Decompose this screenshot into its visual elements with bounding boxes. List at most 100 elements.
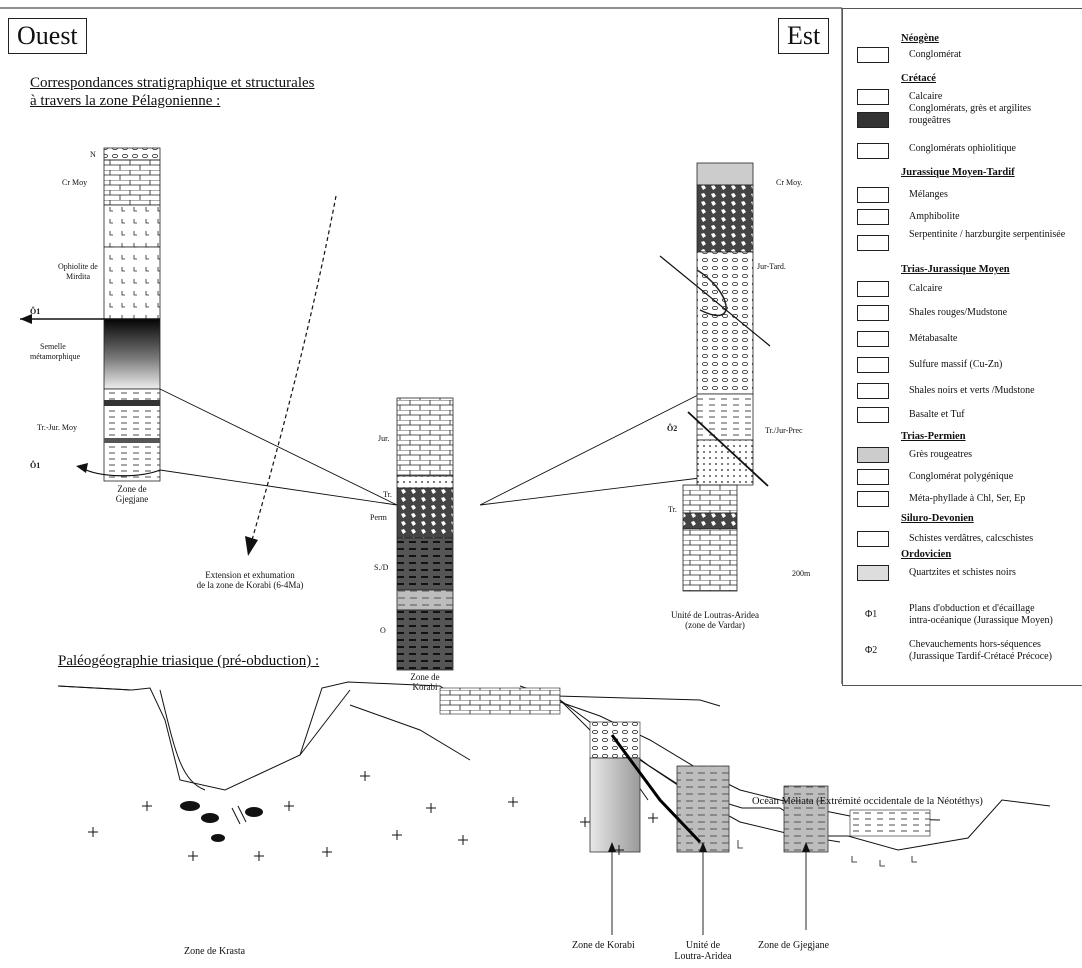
legend-item-meta-phyllade: Méta-phyllade à Chl, Ser, Ep [909, 493, 1026, 504]
right-caption-line1: Unité de Loutras-Aridea [671, 610, 759, 620]
extension-note-line1: Extension et exhumation [205, 570, 295, 580]
unite-loutra-line1: Unité de [685, 940, 721, 951]
legend-swatch-basalte-tuf [857, 407, 889, 423]
legend-item-conglomerats-ophio: Conglomérats ophiolitique [909, 143, 1016, 154]
legend-item-shales-noirs: Shales noirs et verts /Mudstone [909, 385, 1035, 396]
legend-symbol-o1: Φ1 [865, 609, 878, 620]
legend-swatch-gres-rougeatres [857, 447, 889, 463]
legend-swatch-calcaire-tj [857, 281, 889, 297]
left-label-metamorphique: métamorphique [30, 352, 81, 361]
legend-item-conglomerat-poly: Conglomérat polygénique [909, 471, 1014, 482]
legend-swatch-amphibolite [857, 209, 889, 225]
left-label-ophiolite: Ophiolite de [58, 262, 98, 271]
right-caption-line2: (zone de Vardar) [685, 620, 745, 630]
mid-caption-line2: Korabi [412, 682, 438, 692]
legend-swatch-conglomerat-poly [857, 469, 889, 485]
left-label-o1-top: Ô1 [30, 307, 41, 316]
stratigraphic-column-korabi [396, 397, 454, 671]
left-label-n: N [90, 150, 96, 159]
right-label-o2: Ô2 [667, 424, 678, 433]
left-label-cr-moy: Cr Moy [62, 178, 88, 187]
section-title-correspondances: Correspondances stratigraphique et struc… [30, 74, 315, 110]
correlation-lines [159, 388, 701, 506]
mid-label-tr: Tr. [383, 490, 392, 499]
legend-heading-trias-permien: Trias-Permien [901, 431, 966, 442]
legend-item-schistes-verdatres: Schistes verdâtres, calcschistes [909, 533, 1034, 544]
legend-heading-cretace: Crétacé [901, 73, 936, 84]
est-tag: Est [778, 18, 830, 54]
legend-swatch-conglomerat [857, 47, 889, 63]
extension-arrow [251, 195, 337, 541]
stratigraphic-column-gjegjane [20, 147, 161, 482]
mid-caption-line1: Zone de [410, 672, 440, 682]
zone-krasta-label: Zone de Krasta [184, 946, 246, 957]
legend-swatch-conglomerats-gres [857, 112, 889, 128]
section-title-line2: à travers la zone Pélagonienne : [30, 93, 221, 109]
legend-item-calcaire-tj: Calcaire [909, 283, 943, 294]
right-label-cr-moy: Cr Moy. [776, 178, 803, 187]
extension-arrowhead [245, 536, 258, 556]
mid-label-perm: Perm [370, 513, 387, 522]
legend-item-amphibolite: Amphibolite [909, 211, 960, 222]
legend-symbol-o2-line1: Chevauchements hors-séquences [909, 639, 1041, 650]
legend-swatch-metabasalte [857, 331, 889, 347]
legend-swatch-melanges [857, 187, 889, 203]
right-label-tr: Tr. [668, 505, 677, 514]
legend-heading-jurassique: Jurassique Moyen-Tardif [901, 167, 1015, 178]
legend-heading-neogene: Néogène [901, 33, 939, 44]
left-label-o1-bottom: Ô1 [30, 461, 41, 470]
legend-symbol-o2-line2: (Jurassique Tardif-Crétacé Précoce) [909, 651, 1052, 662]
left-caption: Zone de Gjegjane [104, 484, 160, 504]
legend-swatch-conglomerats-ophio [857, 143, 889, 159]
legend-swatch-quartzites [857, 565, 889, 581]
legend-item-basalte-tuf: Basalte et Tuf [909, 409, 965, 420]
legend-item-shales-rouges: Shales rouges/Mudstone [909, 307, 1008, 318]
legend-swatch-serpentinite [857, 235, 889, 251]
legend-item-calcaire-cr: Calcaire [909, 91, 943, 102]
legend-swatch-sulfure [857, 357, 889, 373]
legend-item-melanges: Mélanges [909, 189, 948, 200]
legend-swatch-meta-phyllade [857, 491, 889, 507]
legend-swatch-shales-noirs [857, 383, 889, 399]
stratigraphic-column-loutra [659, 162, 771, 592]
right-label-200m: 200m [792, 569, 811, 578]
legend-heading-ordovicien: Ordovicien [901, 549, 952, 560]
ocean-meliata-label: Océan Méliata (Extrémité occidentale de … [752, 796, 983, 807]
left-label-tr-jur-moy: Tr.-Jur. Moy [37, 423, 77, 432]
legend-item-serpentinite: Serpentinite / harzburgite serpentinisée [909, 229, 1066, 240]
mid-label-jur: Jur. [378, 434, 390, 443]
legend-symbol-o1-line1: Plans d'obduction et d'écaillage [909, 603, 1035, 614]
mid-label-o: O [380, 626, 386, 635]
right-label-tr-jur-prec: Tr./Jur-Prec [765, 426, 803, 435]
legend-item-conglomerats-gres: Conglomérats, grès et argilites rougeâtr… [909, 103, 1032, 126]
zone-korabi-label: Zone de Korabi [572, 940, 635, 951]
ouest-tag: Ouest [8, 18, 87, 54]
legend-item-sulfure: Sulfure massif (Cu-Zn) [909, 359, 1003, 370]
legend-heading-siluro-devonien: Siluro-Devonien [901, 513, 974, 524]
right-label-jur-tard: Jur-Tard. [757, 262, 786, 271]
paleogeographic-section [57, 681, 1051, 935]
legend-item-metabasalte: Métabasalte [909, 333, 958, 344]
right-caption: Unité de Loutras-Aridea (zone de Vardar) [620, 610, 810, 630]
section-title-line1: Correspondances stratigraphique et struc… [30, 75, 315, 91]
extension-note-line2: de la zone de Korabi (6-4Ma) [196, 580, 304, 590]
legend-swatch-schistes-verdatres [857, 531, 889, 547]
legend-symbol-o1-line2: intra-océanique (Jurassique Moyen) [909, 615, 1053, 626]
legend-swatch-shales-rouges [857, 305, 889, 321]
legend-item-quartzites: Quartzites et schistes noirs [909, 567, 1016, 578]
section-title-paleogeographie: Paléogéographie triasique (pré-obduction… [58, 653, 320, 669]
legend-swatch-calcaire-cr [857, 89, 889, 105]
legend-item-conglomerat: Conglomérat [909, 49, 962, 60]
unite-loutra-label: Unité de Loutra-Aridea [660, 940, 746, 962]
left-label-semelle: Semelle [40, 342, 66, 351]
unite-loutra-line2: Loutra-Aridea [674, 951, 732, 962]
legend-panel: Néogène Conglomérat Crétacé Calcaire Con… [842, 8, 1082, 686]
left-caption-line2: Gjegjane [115, 494, 149, 504]
legend-heading-trias-jurassique: Trias-Jurassique Moyen [901, 264, 1010, 275]
extension-note: Extension et exhumation de la zone de Ko… [160, 570, 340, 590]
zone-gjegjane-label: Zone de Gjegjane [758, 940, 830, 951]
left-label-mirdita: Mirdita [66, 272, 90, 281]
mid-caption: Zone de Korabi [397, 672, 453, 692]
legend-item-gres-rougeatres: Grès rougeatres [909, 449, 973, 460]
